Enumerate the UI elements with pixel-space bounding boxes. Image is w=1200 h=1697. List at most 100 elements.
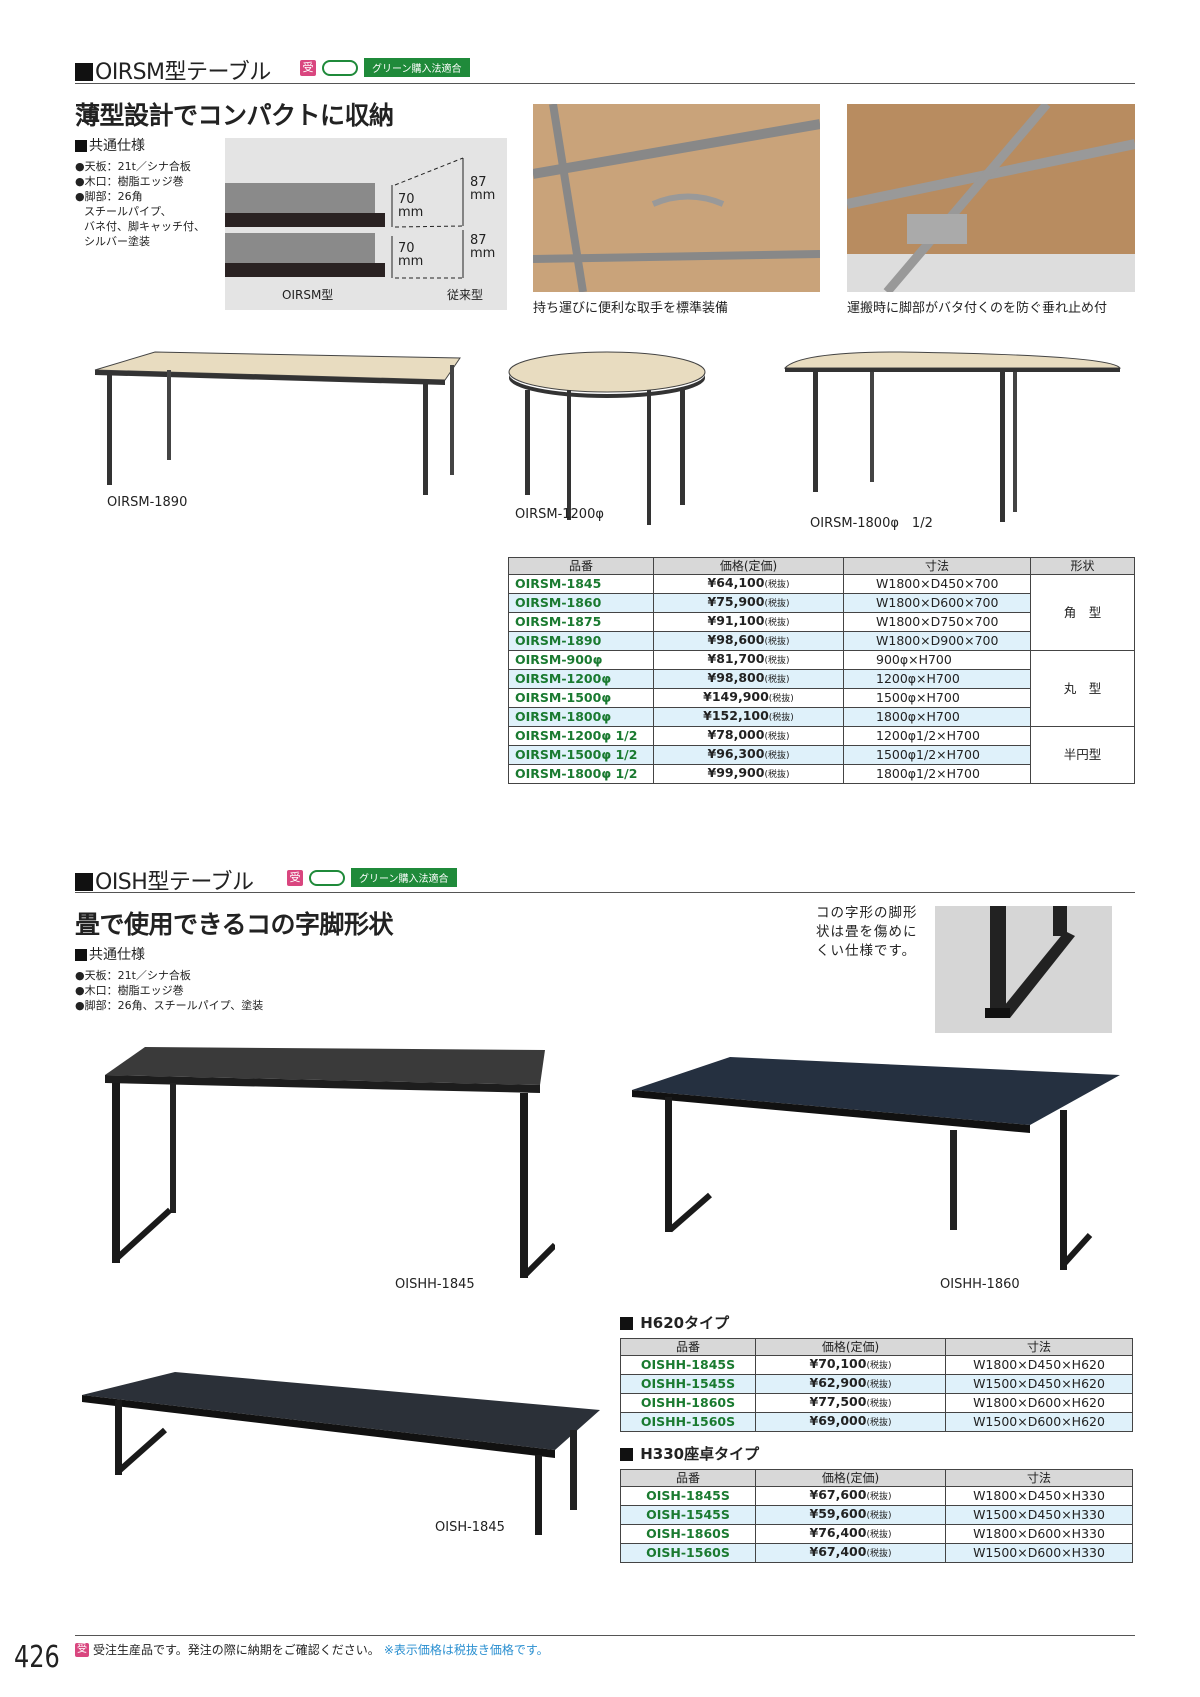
table-row: OISH-1560S¥67,400(税抜)W1500×D600×H330 <box>620 1543 1133 1564</box>
price: ¥98,800 <box>707 670 765 686</box>
section2-lead: 畳で使用できるコの字脚形状 <box>75 910 394 939</box>
size-cell: 1800φ1/2×H700 <box>843 764 1031 785</box>
caption-line: 状は畳を傷めに <box>816 924 918 940</box>
shape-cell: 丸 型 <box>1030 650 1135 728</box>
label-old-type: 従来型 <box>447 288 484 302</box>
price: ¥77,500 <box>809 1394 867 1410</box>
table-row: OIRSM-1200φ ¥98,800(税抜) 1200φ×H700 <box>508 669 1135 690</box>
column-header: 寸法 <box>945 1337 1133 1357</box>
page-number: 426 <box>14 1640 60 1675</box>
price-cell: ¥76,400(税抜) <box>755 1524 946 1545</box>
price: ¥64,100 <box>707 575 765 591</box>
size-cell: W1800×D450×700 <box>843 574 1031 595</box>
price-cell: ¥62,900(税抜) <box>755 1374 946 1395</box>
tax-note: (税抜) <box>764 656 790 667</box>
divider <box>75 83 1135 84</box>
size-cell: W1500×D450×H620 <box>945 1374 1133 1395</box>
handle-photo <box>532 103 821 293</box>
price: ¥99,900 <box>707 765 765 781</box>
drop-stopper-photo-graphic <box>845 101 1137 295</box>
spec-list: ●天板：21t／シナ合板 ●木口：樹脂エッジ巻 ●脚部：26角 スチールパイプ、… <box>75 159 205 249</box>
size-cell: 900φ×H700 <box>843 650 1031 671</box>
product-label: OIRSM-1800φ 1/2 <box>810 516 933 531</box>
price-cell: ¥149,900(税抜) <box>653 688 844 709</box>
size-cell: 1500φ1/2×H700 <box>843 745 1031 766</box>
size-cell: 1200φ×H700 <box>843 669 1031 690</box>
product-code: OIRSM-1200φ <box>508 669 654 690</box>
oirsm-1890-image <box>94 351 461 495</box>
size-cell: W1800×D600×H330 <box>945 1524 1133 1545</box>
spec-item: ●脚部：26角 <box>75 190 143 203</box>
product-code: OISH-1845S <box>620 1486 756 1507</box>
tax-note: (税抜) <box>866 1511 892 1522</box>
tax-note: (税抜) <box>764 637 790 648</box>
footer-divider <box>75 1635 1135 1636</box>
product-code: OIRSM-900φ <box>508 650 654 671</box>
price: ¥67,600 <box>809 1487 867 1503</box>
tax-note: (税抜) <box>764 732 790 743</box>
product-code: OISHH-1545S <box>620 1374 756 1395</box>
table-row: OISHH-1560S¥69,000(税抜)W1500×D600×H620 <box>620 1412 1133 1433</box>
price-cell: ¥69,000(税抜) <box>755 1412 946 1433</box>
price-cell: ¥75,900(税抜) <box>653 593 844 614</box>
green-purchase-badge: グリーン購入法適合 <box>351 868 457 887</box>
column-header: 価格(定価) <box>653 556 844 576</box>
table-row: OIRSM-1860¥75,900(税抜)W1800×D600×700 <box>508 593 1135 614</box>
table-row: OIRSM-1800φ¥152,100(税抜)1800φ×H700 <box>508 707 1135 728</box>
tax-note: (税抜) <box>764 751 790 762</box>
handle-photo-graphic <box>532 103 821 293</box>
price: ¥75,900 <box>707 594 765 610</box>
price: ¥62,900 <box>809 1375 867 1391</box>
made-to-order-icon: 受 <box>287 869 303 886</box>
tax-note: (税抜) <box>764 675 790 686</box>
size-cell: W1800×D750×700 <box>843 612 1031 633</box>
section2-title-text: OISH型テーブル <box>95 870 254 895</box>
handle-photo-caption: 持ち運びに便利な取手を標準装備 <box>533 301 729 316</box>
product-label: OIRSM-1890 <box>107 495 188 510</box>
price: ¥67,400 <box>809 1544 867 1560</box>
section1-specs: 共通仕様 ●天板：21t／シナ合板 ●木口：樹脂エッジ巻 ●脚部：26角 スチー… <box>75 135 205 249</box>
dim-unit: mm <box>470 188 496 203</box>
product-label: OISH-1845 <box>435 1520 505 1535</box>
column-header: 品番 <box>620 1337 756 1357</box>
product-code: OISH-1560S <box>620 1543 756 1564</box>
price-cell: ¥64,100(税抜) <box>653 574 844 595</box>
section2-badges: 受 グリーン購入法適合 <box>287 868 457 887</box>
dim-value: 87 <box>470 175 487 190</box>
size-cell: 1200φ1/2×H700 <box>843 726 1031 747</box>
spec-list: ●天板：21t／シナ合板 ●木口：樹脂エッジ巻 ●脚部：26角、スチールパイプ、… <box>75 968 263 1013</box>
divider <box>75 892 1135 893</box>
dim-value: 70 <box>398 241 415 256</box>
table-row: OIRSM-1890¥98,600(税抜)W1800×D900×700 <box>508 631 1135 652</box>
tax-note: (税抜) <box>866 1492 892 1503</box>
size-cell: W1500×D450×H330 <box>945 1505 1133 1526</box>
product-code: OISHH-1845S <box>620 1355 756 1376</box>
table-row: OISHH-1545S¥62,900(税抜)W1500×D450×H620 <box>620 1374 1133 1395</box>
column-header: 品番 <box>620 1468 756 1488</box>
product-label: OISHH-1860 <box>940 1277 1020 1292</box>
product-label: OIRSM-1200φ <box>515 507 604 522</box>
leg-photo <box>935 906 1112 1033</box>
table-row: OISHH-1845S¥70,100(税抜)W1800×D450×H620 <box>620 1355 1133 1376</box>
oirsm-1800-half-image <box>783 351 1122 522</box>
oirsm-1200-image <box>508 351 706 525</box>
price-cell: ¥81,700(税抜) <box>653 650 844 671</box>
spec-heading: 共通仕様 <box>75 135 205 155</box>
product-label: OISHH-1845 <box>395 1277 475 1292</box>
column-header: 形状 <box>1030 556 1135 576</box>
leg-caption: コの字形の脚形 状は畳を傷めに くい仕様です。 <box>816 904 918 961</box>
product-code: OIRSM-1500φ 1/2 <box>508 745 654 766</box>
size-cell: 1800φ×H700 <box>843 707 1031 728</box>
price-cell: ¥78,000(税抜) <box>653 726 844 747</box>
footer-note: 受 受注生産品です。発注の際に納期をご確認ください。 ※表示価格は税抜き価格です… <box>75 1641 549 1658</box>
price-cell: ¥152,100(税抜) <box>653 707 844 728</box>
spec-item: シルバー塗装 <box>84 235 150 248</box>
table-row: OISH-1545S¥59,600(税抜)W1500×D450×H330 <box>620 1505 1133 1526</box>
section1-badges: 受 グリーン購入法適合 <box>300 58 470 77</box>
spec-heading-text: 共通仕様 <box>89 138 145 154</box>
oirsm-price-table: 品番 価格(定価) 寸法 形状 OIRSM-1845¥64,100(税抜)W18… <box>508 556 1135 785</box>
size-cell: W1800×D900×700 <box>843 631 1031 652</box>
product-code: OIRSM-1500φ <box>508 688 654 709</box>
